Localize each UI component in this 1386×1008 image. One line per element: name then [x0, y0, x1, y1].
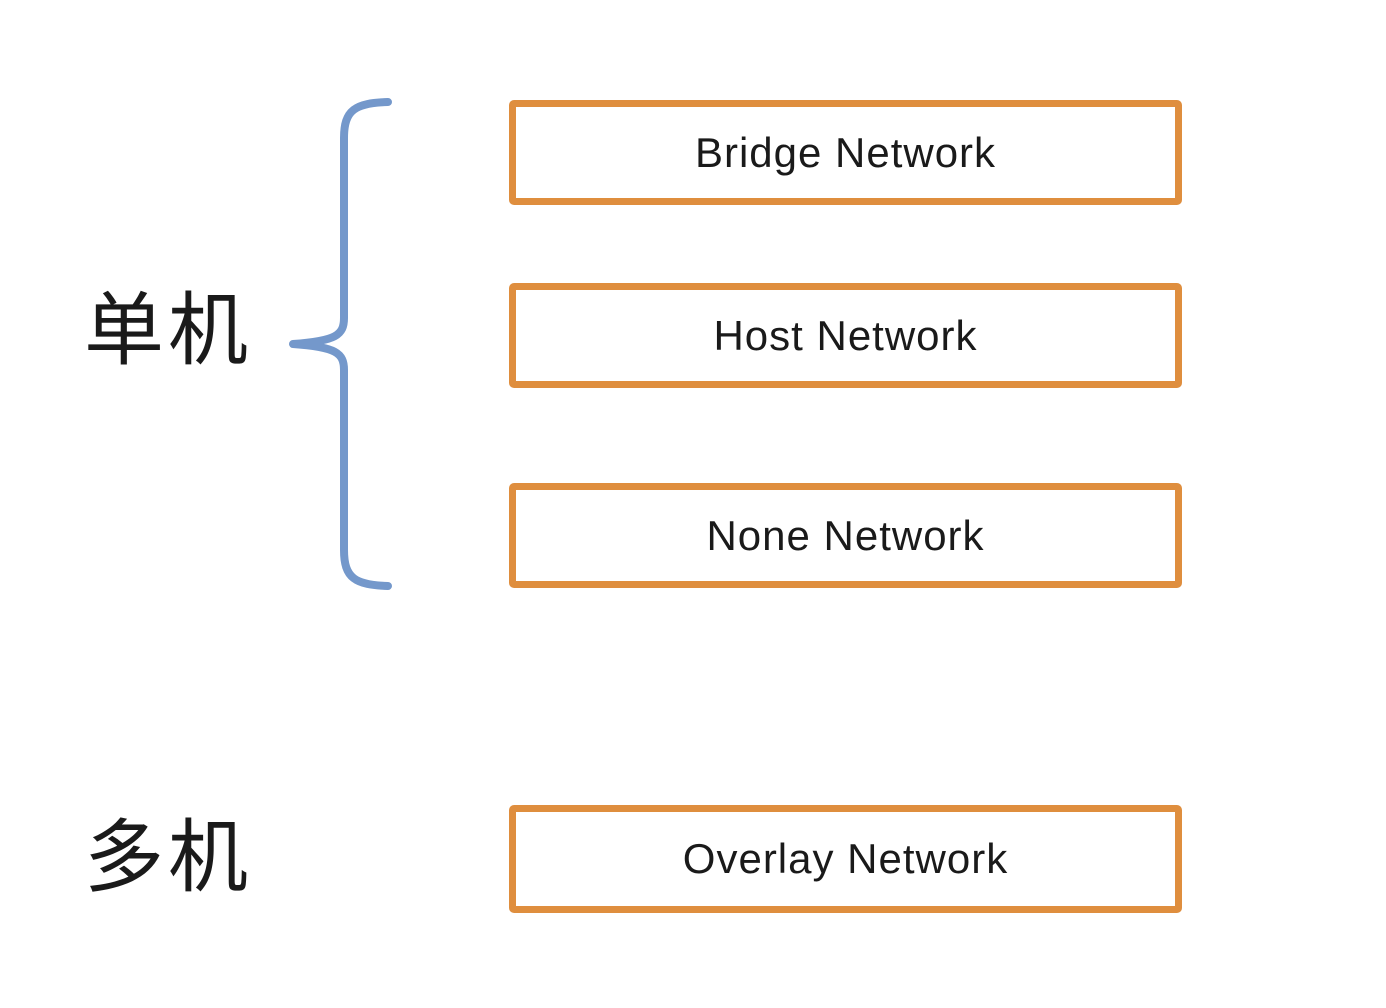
host-network-box: Host Network: [509, 283, 1182, 388]
overlay-network-box: Overlay Network: [509, 805, 1182, 913]
curly-brace-icon: [289, 98, 392, 590]
bridge-network-box: Bridge Network: [509, 100, 1182, 205]
multi-host-group-label: 多机: [84, 811, 252, 904]
none-network-box: None Network: [509, 483, 1182, 588]
host-network-label: Host Network: [713, 311, 978, 359]
single-host-group-label: 单机: [84, 284, 252, 377]
none-network-label: None Network: [706, 511, 985, 559]
curly-brace-path: [289, 98, 392, 590]
bridge-network-label: Bridge Network: [694, 128, 997, 176]
overlay-network-label: Overlay Network: [682, 835, 1009, 882]
